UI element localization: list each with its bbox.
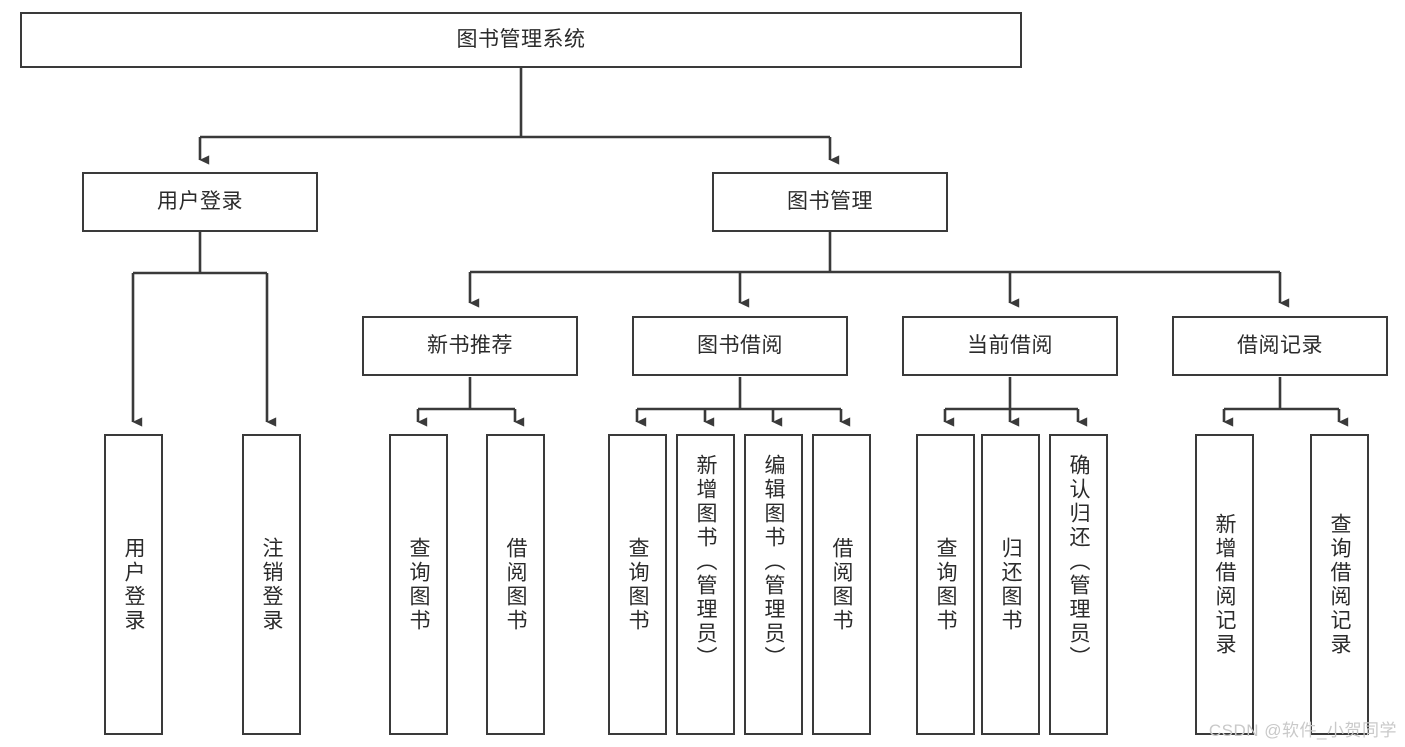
node-label: 注销登录: [260, 536, 283, 633]
leaf-book-borrow-edit-book-admin[interactable]: 编辑图书（管理员）: [744, 434, 803, 735]
node-label: 编辑图书（管理员）: [762, 454, 785, 670]
node-label: 查询图书: [626, 536, 649, 633]
node-book-management[interactable]: 图书管理: [712, 172, 948, 232]
node-label: 查询借阅记录: [1328, 512, 1351, 657]
leaf-book-borrow-borrow-book[interactable]: 借阅图书: [812, 434, 871, 735]
leaf-new-book-borrow-book[interactable]: 借阅图书: [486, 434, 545, 735]
node-label: 确认归还（管理员）: [1067, 454, 1090, 670]
leaf-current-borrow-query-book[interactable]: 查询图书: [916, 434, 975, 735]
node-label: 新书推荐: [427, 333, 513, 357]
leaf-book-borrow-query-book[interactable]: 查询图书: [608, 434, 667, 735]
node-label: 借阅图书: [830, 536, 853, 633]
node-label: 用户登录: [157, 189, 243, 213]
node-borrow-record[interactable]: 借阅记录: [1172, 316, 1388, 376]
node-label: 图书管理: [787, 189, 873, 213]
leaf-current-borrow-return-book[interactable]: 归还图书: [981, 434, 1040, 735]
node-new-book-recommend[interactable]: 新书推荐: [362, 316, 578, 376]
node-label: 图书管理系统: [456, 27, 586, 51]
leaf-current-borrow-confirm-return-admin[interactable]: 确认归还（管理员）: [1049, 434, 1108, 735]
node-label: 当前借阅: [967, 333, 1053, 357]
node-book-borrow[interactable]: 图书借阅: [632, 316, 848, 376]
node-label: 用户登录: [122, 536, 145, 633]
node-label: 查询图书: [934, 536, 957, 633]
node-label: 查询图书: [407, 536, 430, 633]
node-label: 借阅图书: [504, 536, 527, 633]
watermark-text: CSDN @软件_小贺同学: [1208, 721, 1397, 740]
node-current-borrow[interactable]: 当前借阅: [902, 316, 1118, 376]
node-user-login[interactable]: 用户登录: [82, 172, 318, 232]
leaf-borrow-record-add-record[interactable]: 新增借阅记录: [1195, 434, 1254, 735]
leaf-user-login-logout[interactable]: 注销登录: [242, 434, 301, 735]
node-root-book-management-system[interactable]: 图书管理系统: [20, 12, 1022, 68]
node-label: 新增借阅记录: [1213, 512, 1236, 657]
node-label: 图书借阅: [697, 333, 783, 357]
leaf-user-login-login[interactable]: 用户登录: [104, 434, 163, 735]
leaf-borrow-record-query-record[interactable]: 查询借阅记录: [1310, 434, 1369, 735]
node-label: 归还图书: [999, 536, 1022, 633]
leaf-book-borrow-add-book-admin[interactable]: 新增图书（管理员）: [676, 434, 735, 735]
leaf-new-book-query-book[interactable]: 查询图书: [389, 434, 448, 735]
node-label: 借阅记录: [1237, 333, 1323, 357]
node-label: 新增图书（管理员）: [694, 454, 717, 670]
